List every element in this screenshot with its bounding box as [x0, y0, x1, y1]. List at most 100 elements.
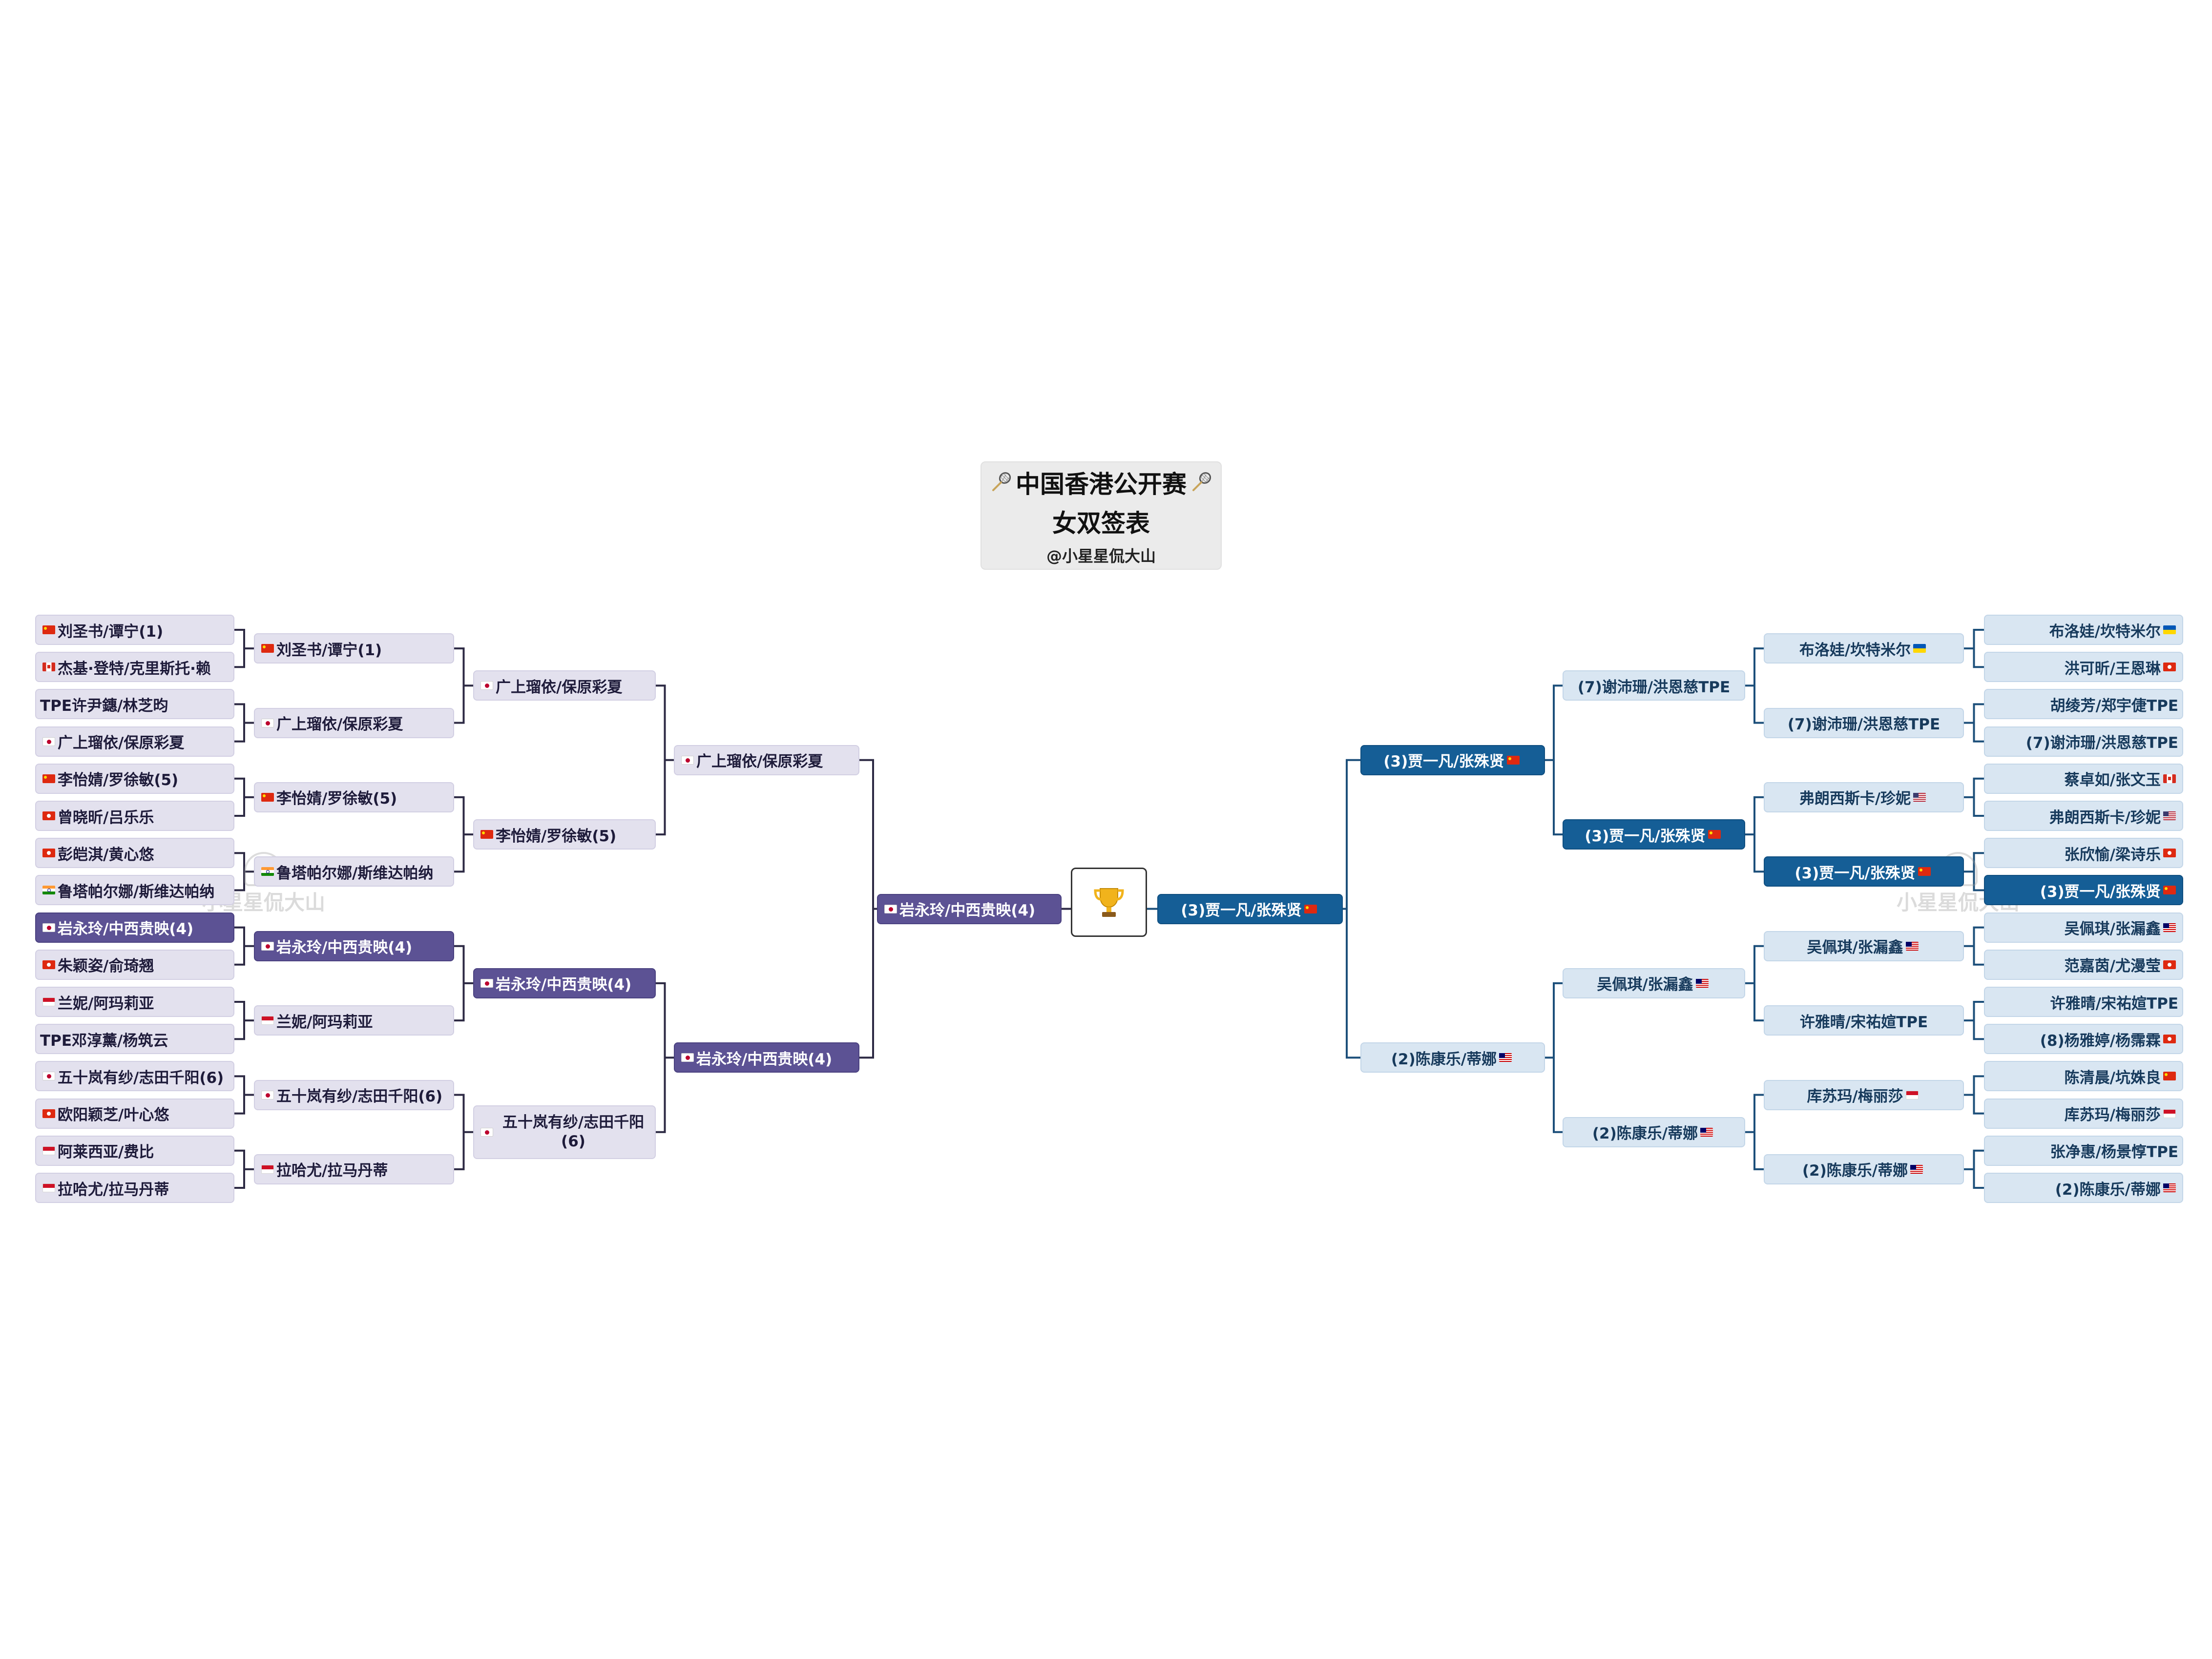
team-name: (3)贾一凡/张殊贤	[1795, 864, 1916, 882]
malaysia-flag-icon	[1910, 1164, 1923, 1174]
team-name: 张欣愉/梁诗乐	[2064, 846, 2161, 864]
team-name: 杰基·登特/克里斯托·赖	[58, 660, 211, 678]
left-round1-entry: TPE许尹鏸/林芝昀	[35, 689, 234, 720]
title-author: @小星星侃大山	[1046, 547, 1156, 565]
team-name: 五十岚有纱/志田千阳(6)	[276, 1088, 443, 1105]
connector-line	[1745, 1094, 1764, 1170]
team-name: 弗朗西斯卡/珍妮	[2049, 809, 2161, 827]
right-round1-entry: 库苏玛/梅丽莎	[1984, 1098, 2183, 1129]
indonesia-flag-icon	[1905, 1090, 1919, 1099]
right-round2-entry: (2)陈康乐/蒂娜	[1764, 1154, 1964, 1184]
team-name: 陈清晨/坑姝良	[2064, 1069, 2161, 1087]
china-flag-icon	[2163, 886, 2176, 895]
indonesia-flag-icon	[42, 1146, 55, 1155]
connector-line	[859, 759, 877, 1059]
hongkong-flag-icon	[42, 1109, 55, 1118]
team-name: 刘圣书/谭宁(1)	[276, 641, 382, 659]
left-round1-entry: 阿莱西亚/费比	[35, 1135, 234, 1166]
team-name: 阿莱西亚/费比	[58, 1143, 154, 1161]
canada-flag-icon	[42, 663, 55, 672]
team-name: 许雅晴/宋祐媗TPE	[1799, 1013, 1928, 1031]
team-name: 兰妮/阿玛莉亚	[276, 1013, 373, 1031]
team-name: 拉哈尤/拉马丹蒂	[58, 1181, 169, 1199]
malaysia-flag-icon	[2163, 923, 2176, 932]
connector-line	[454, 945, 473, 1022]
right-round2-entry: (3)贾一凡/张殊贤	[1764, 856, 1964, 887]
team-name: 岩永玲/中西贵映(4)	[496, 976, 632, 994]
team-name: (3)贾一凡/张殊贤	[1585, 827, 1706, 845]
japan-flag-icon	[261, 1090, 274, 1099]
indonesia-flag-icon	[261, 1164, 274, 1174]
title-line-1: 中国香港公开赛	[1016, 470, 1187, 498]
japan-flag-icon	[480, 978, 493, 988]
hongkong-flag-icon	[2163, 849, 2176, 858]
left-round1-entry: 岩永玲/中西贵映(4)	[35, 912, 234, 943]
ukraine-flag-icon	[1913, 644, 1926, 653]
left-round1-entry: 兰妮/阿玛莉亚	[35, 987, 234, 1017]
team-name: 库苏玛/梅丽莎	[1807, 1088, 1903, 1105]
title-line-2: 女双签表	[1052, 509, 1150, 538]
team-name: 布洛娃/坎特米尔	[2049, 622, 2161, 641]
connector-line	[1343, 759, 1360, 1059]
china-flag-icon	[261, 792, 274, 802]
usa-flag-icon	[1913, 792, 1926, 802]
team-name: TPE许尹鏸/林芝昀	[40, 697, 168, 715]
team-name: 欧阳颖芝/叶心悠	[58, 1106, 169, 1124]
malaysia-flag-icon	[1905, 941, 1919, 951]
left-round1-entry: 五十岚有纱/志田千阳(6)	[35, 1061, 234, 1092]
japan-flag-icon	[42, 1072, 55, 1081]
left-round3-entry: 五十岚有纱/志田千阳(6)	[473, 1105, 656, 1159]
team-name: 布洛娃/坎特米尔	[1799, 641, 1911, 659]
japan-flag-icon	[42, 737, 55, 746]
team-name: 曾晓昕/吕乐乐	[58, 809, 154, 827]
left-round1-entry: 拉哈尤/拉马丹蒂	[35, 1173, 234, 1203]
team-name: 范嘉茵/尤漫莹	[2064, 957, 2161, 975]
india-flag-icon	[261, 867, 274, 876]
left-round1-entry: 李怡婧/罗徐敏(5)	[35, 763, 234, 794]
malaysia-flag-icon	[1499, 1053, 1512, 1062]
connector-line	[1745, 945, 1764, 1022]
connector-line	[234, 629, 254, 668]
right-round2-entry: (7)谢沛珊/洪恩慈TPE	[1764, 707, 1964, 738]
right-round2-entry: 弗朗西斯卡/珍妮	[1764, 782, 1964, 812]
left-round2-entry: 刘圣书/谭宁(1)	[254, 633, 454, 664]
right-round2-entry: 布洛娃/坎特米尔	[1764, 633, 1964, 664]
connector-line	[454, 796, 473, 873]
china-flag-icon	[261, 644, 274, 653]
left-round2-entry: 岩永玲/中西贵映(4)	[254, 931, 454, 961]
left-round3-entry: 广上瑠依/保原彩夏	[473, 670, 656, 701]
connector-line	[656, 684, 674, 836]
right-round1-entry: (2)陈康乐/蒂娜	[1984, 1173, 2183, 1203]
hongkong-flag-icon	[42, 960, 55, 969]
team-name: 李怡婧/罗徐敏(5)	[276, 790, 397, 808]
right-round3-entry: 吴佩琪/张漏鑫	[1563, 968, 1745, 998]
connector-line	[1964, 1001, 1984, 1040]
team-name: (8)杨雅婷/杨霈霖	[2040, 1032, 2161, 1050]
connector-line	[234, 1075, 254, 1115]
title-line-1-row: 中国香港公开赛	[986, 465, 1216, 500]
indonesia-flag-icon	[261, 1016, 274, 1025]
team-name: 鲁塔帕尔娜/斯维达帕纳	[58, 883, 215, 901]
japan-flag-icon	[884, 904, 897, 913]
left-round4-entry: 岩永玲/中西贵映(4)	[674, 1042, 859, 1073]
team-name: 吴佩琪/张漏鑫	[2064, 920, 2161, 938]
hongkong-flag-icon	[2163, 960, 2176, 969]
connector-line	[1964, 1149, 1984, 1189]
indonesia-flag-icon	[2163, 1109, 2176, 1118]
team-name: 弗朗西斯卡/珍妮	[1799, 790, 1911, 808]
connector-line	[234, 926, 254, 966]
badminton-racket-icon	[1192, 472, 1211, 491]
connector-line	[234, 703, 254, 743]
team-name: 朱颖姿/俞琦翘	[58, 957, 154, 975]
connector-line	[1545, 982, 1563, 1133]
hongkong-flag-icon	[2163, 1035, 2176, 1044]
malaysia-flag-icon	[1695, 978, 1709, 988]
ukraine-flag-icon	[2163, 625, 2176, 634]
china-flag-icon	[42, 774, 55, 783]
team-name: 岩永玲/中西贵映(4)	[276, 939, 413, 957]
left-round2-entry: 五十岚有纱/志田千阳(6)	[254, 1079, 454, 1110]
left-round2-entry: 鲁塔帕尔娜/斯维达帕纳	[254, 856, 454, 887]
right-round1-entry: (3)贾一凡/张殊贤	[1984, 875, 2183, 906]
malaysia-flag-icon	[2163, 1183, 2176, 1192]
team-name: 岩永玲/中西贵映(4)	[58, 920, 194, 938]
